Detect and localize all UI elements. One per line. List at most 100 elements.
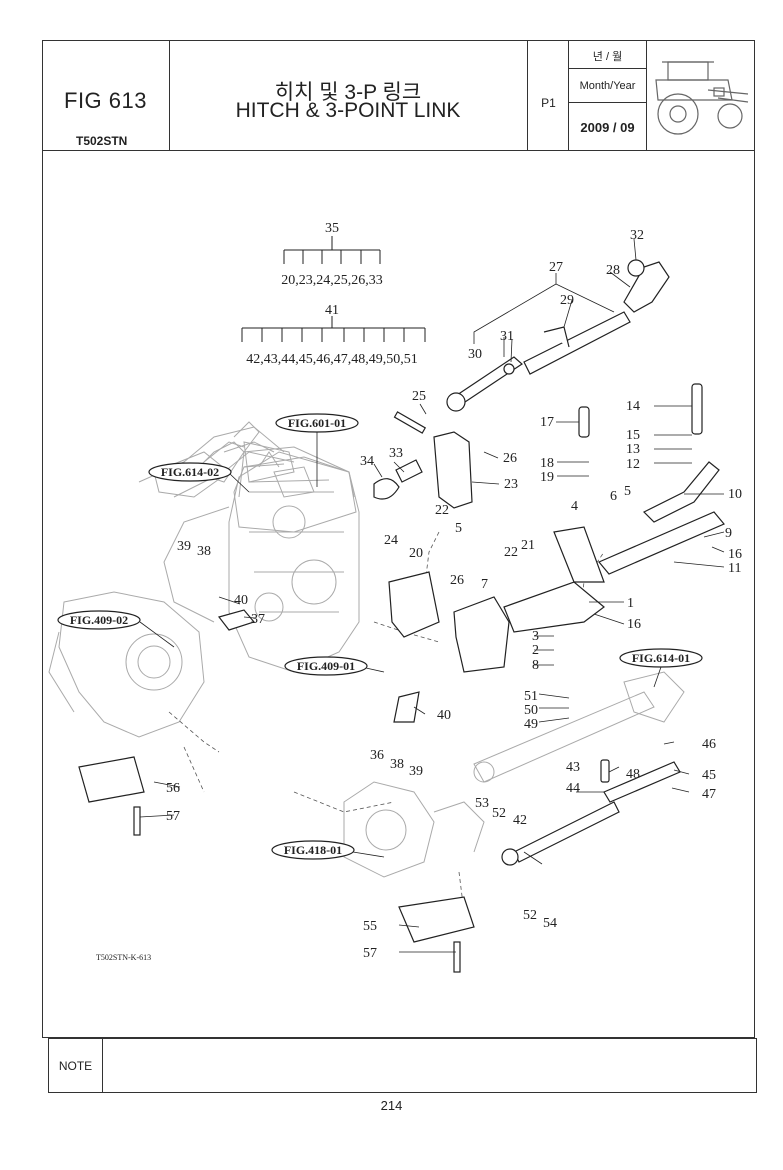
part-label: 50 — [524, 703, 538, 718]
part-label: 4 — [571, 499, 578, 514]
bracket-1-upright — [553, 526, 605, 583]
bracket-1 — [503, 581, 605, 633]
part-label: 5 — [455, 521, 462, 536]
title-cell: 히치 및 3-P 링크 HITCH & 3-POINT LINK — [170, 40, 528, 150]
part-label: 8 — [532, 658, 539, 673]
rod-end-42 — [501, 848, 519, 866]
part-label: 3 — [532, 629, 539, 644]
lift-rod-45 — [603, 761, 681, 803]
ref-ellipse — [148, 462, 232, 482]
part-label: 5 — [624, 484, 631, 499]
part-label: 43 — [566, 760, 580, 775]
upper-assembly-outline — [153, 441, 275, 498]
part-label: 21 — [521, 538, 535, 553]
plate-55 — [398, 896, 475, 943]
part-label: 57 — [166, 809, 180, 824]
part-label: 49 — [524, 717, 538, 732]
ref-fig-614-01: FIG.614-01 — [632, 651, 690, 665]
part-label: 45 — [702, 768, 716, 783]
ref-fig-409-01: FIG.409-01 — [297, 659, 355, 673]
part-label: 6 — [610, 489, 617, 504]
part-label: 17 — [540, 415, 554, 430]
ref-ellipse — [271, 840, 355, 860]
tractor-icon — [655, 61, 749, 135]
leader-lines — [139, 238, 725, 953]
part-labels: 27 28 32 29 31 30 25 26 23 33 34 17 14 1… — [166, 228, 742, 961]
part-label: 28 — [606, 263, 620, 278]
bracket-23 — [433, 431, 473, 509]
part-label: 15 — [626, 428, 640, 443]
part-label: 30 — [468, 347, 482, 362]
part-label: 19 — [540, 470, 554, 485]
pin-43 — [600, 759, 610, 783]
rear-housing-outline — [343, 781, 485, 878]
part-label: 40 — [234, 593, 248, 608]
front-housing-outline — [48, 591, 205, 738]
part-label: 38 — [197, 544, 211, 559]
part-label: 39 — [177, 539, 191, 554]
ref-ellipse — [284, 656, 368, 676]
page-cell: P1 — [528, 40, 569, 150]
part-label: 56 — [166, 781, 180, 796]
part-label: 42 — [513, 813, 527, 828]
bracket-20 — [388, 571, 440, 638]
ref-ellipse — [57, 610, 141, 630]
part-label: 16 — [728, 547, 742, 562]
part-label: 9 — [725, 526, 732, 541]
part-label: 51 — [524, 689, 538, 704]
drawing-code: T502STN-K-613 — [96, 953, 151, 962]
divider — [569, 102, 646, 103]
ball-32 — [627, 259, 645, 277]
part-label: 26 — [450, 573, 464, 588]
drawbar-9 — [598, 511, 725, 575]
part-label: 38 — [390, 757, 404, 772]
cylinder-37 — [217, 609, 256, 631]
model-code: T502STN — [76, 134, 128, 148]
group-35-children: 20,23,24,25,26,33 — [281, 273, 383, 288]
exploded-diagram: 35 20,23,24,25,26,33 41 42,43,44,45,46,4… — [48, 221, 742, 973]
nut-31 — [503, 363, 515, 375]
part-label: 22 — [435, 503, 449, 518]
part-label: 12 — [626, 457, 640, 472]
title-korean: 히치 및 3-P 링크 — [274, 81, 422, 104]
transmission-housing-outline — [163, 451, 360, 673]
part-label: 44 — [566, 781, 580, 796]
part-label: 47 — [702, 787, 716, 802]
part-label: 11 — [728, 561, 741, 576]
link-40 — [393, 691, 420, 723]
ref-fig-418-01: FIG.418-01 — [284, 843, 342, 857]
note-box: NOTE — [48, 1038, 757, 1093]
part-label: 31 — [500, 329, 514, 344]
part-label: 23 — [504, 477, 518, 492]
part-label: 1 — [627, 596, 634, 611]
date-label-english: Month/Year — [579, 80, 636, 92]
part-label: 7 — [481, 577, 488, 592]
part-label: 13 — [626, 442, 640, 457]
part-label: 33 — [389, 446, 403, 461]
top-housing-outline — [193, 421, 357, 533]
title-english: HITCH & 3-POINT LINK — [235, 99, 461, 122]
part-label: 26 — [503, 451, 517, 466]
top-link-handle — [543, 326, 570, 348]
date-cell: 년 / 월 Month/Year 2009 / 09 — [569, 40, 647, 150]
fig-number: FIG 613 — [64, 88, 147, 113]
note-label: NOTE — [49, 1039, 103, 1092]
drawbar-10 — [642, 461, 720, 523]
lower-link-outline — [473, 671, 685, 783]
pin-25 — [393, 411, 427, 434]
group-41-tree — [241, 316, 426, 342]
ref-fig-409-02: FIG.409-02 — [70, 613, 128, 627]
header: FIG 613 T502STN 히치 및 3-P 링크 HITCH & 3-PO… — [42, 40, 755, 151]
group-41-label: 41 — [325, 303, 339, 318]
threaded-rod-30 — [453, 356, 523, 405]
part-label: 18 — [540, 456, 554, 471]
page-number: 214 — [380, 1098, 403, 1113]
part-label: 20 — [409, 546, 423, 561]
part-label: 54 — [543, 916, 557, 931]
part-label: 36 — [370, 748, 384, 763]
part-label: 22 — [504, 545, 518, 560]
part-label: 16 — [627, 617, 641, 632]
divider — [569, 68, 646, 69]
part-label: 24 — [384, 533, 398, 548]
part-label: 52 — [492, 806, 506, 821]
